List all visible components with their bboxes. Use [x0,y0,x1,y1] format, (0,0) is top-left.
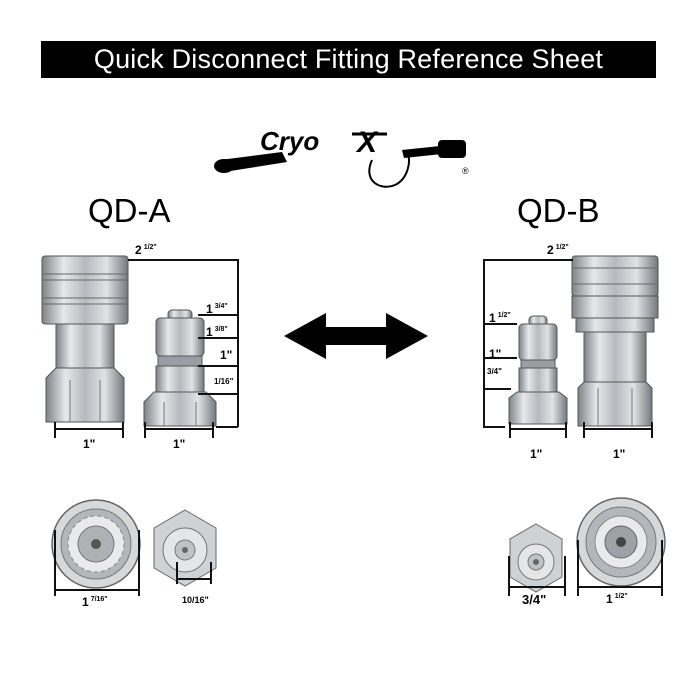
qd-b-plug-image [508,315,568,425]
qd-b-label: QD-B [517,192,600,229]
qd-a-label: QD-A [88,192,171,229]
qd-a-plug-base: 1/16" [214,377,234,386]
qd-b-plug-face-image [509,523,563,593]
qd-a-plug-mid: 1" [220,348,233,362]
qd-b-coupler-face-image [576,497,666,587]
double-headed-arrow-icon [284,313,428,359]
logo-x: X [355,126,379,159]
cryo-x-logo: Cryo X ® [214,126,469,188]
qd-a-coupler-face-image [51,499,141,589]
logo-text: Cryo [260,126,319,156]
qd-a-plug-face-image [153,509,217,587]
qd-b-plug-face-size: 3/4" [522,592,547,607]
qd-b-plug-base: 3/4" [487,367,502,376]
qd-b-coupler-width: 1" [613,447,626,461]
qd-a-plug-face-size: 10/16" [182,595,209,605]
qd-b-coupler-image [571,255,659,427]
page-title: Quick Disconnect Fitting Reference Sheet [41,41,656,78]
qd-b-plug-mid: 1" [489,347,502,361]
qd-a-plug-width: 1" [173,437,186,451]
registered-mark: ® [462,166,469,176]
qd-a-coupler-image [41,255,129,423]
qd-a-coupler-width: 1" [83,437,96,451]
qd-b-plug-width: 1" [530,447,543,461]
